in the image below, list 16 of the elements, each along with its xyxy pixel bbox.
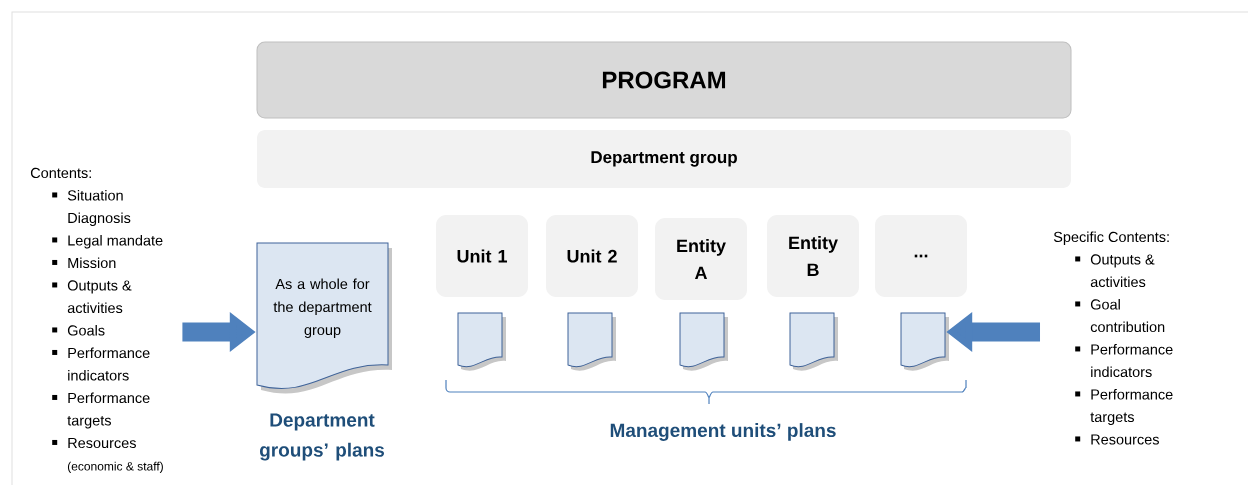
document-shape: [679, 312, 728, 371]
document-shape: [789, 312, 838, 371]
unit-box: ...: [875, 215, 967, 297]
program-band: PROGRAM: [256, 41, 1072, 119]
unit-box: Unit 2: [546, 215, 638, 297]
bullet-list: Contents: Situation Diagnosis Legal mandate Mission Outputs & activities Goals Performance indicators Performance targets Resources (economic & staff): [30, 167, 163, 473]
document-shape: [567, 312, 616, 371]
brace-label: Management units’ plans: [610, 423, 836, 441]
document-shape: [457, 312, 506, 371]
unit-box: Entity A: [655, 218, 747, 300]
unit-box: Unit 1: [436, 215, 528, 297]
document-shape: [900, 312, 949, 371]
bullet-list: Specific Contents: Outputs & activities Goal contribution Performance indicators Performance targets Resources: [1053, 231, 1173, 445]
unit-box: Entity B: [767, 215, 859, 297]
node-label: Department groups’ plans: [260, 413, 385, 461]
group-band: Department group: [257, 130, 1071, 188]
